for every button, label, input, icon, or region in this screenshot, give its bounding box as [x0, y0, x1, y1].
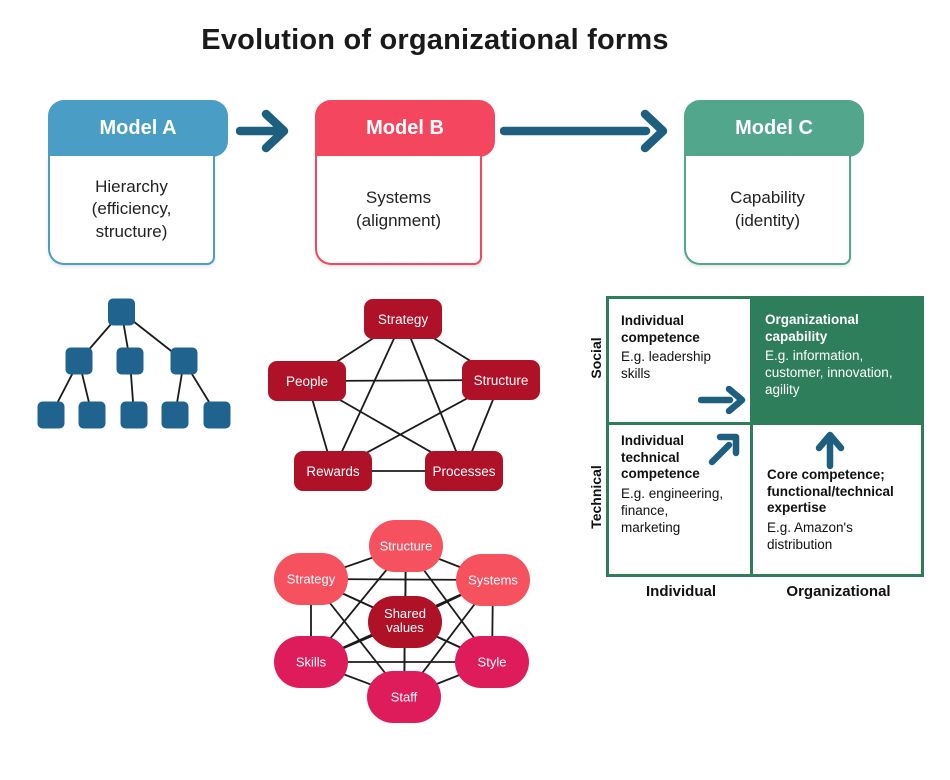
- seven-s-node-label: Shared: [384, 606, 426, 621]
- hierarchy-nodes: [37, 298, 231, 429]
- tree-node: [37, 401, 65, 429]
- model-a-card: Model A Hierarchy (efficiency, structure…: [48, 100, 228, 265]
- quadrant-individual-competence: Individual competence E.g. leadership sk…: [609, 299, 750, 422]
- star-node-label: Rewards: [306, 464, 360, 479]
- hierarchy-tree-diagram: [37, 298, 231, 429]
- arrow-up-right-icon: [708, 433, 740, 466]
- arrow-b-to-c: [500, 109, 668, 153]
- model-c-body: Capability (identity): [684, 156, 851, 265]
- tree-node: [116, 347, 144, 375]
- matrix-row-label-social: Social: [588, 337, 604, 379]
- matrix-col-label-individual: Individual: [645, 583, 716, 600]
- seven-s-node-label: values: [386, 620, 424, 635]
- model-c-description: Capability (identity): [730, 188, 805, 230]
- model-b-card: Model B Systems (alignment): [315, 100, 495, 265]
- star-node-label: People: [286, 374, 328, 389]
- star-node-label: Processes: [432, 464, 495, 479]
- model-c-name: Model C: [735, 117, 813, 139]
- arrow-right-icon: [698, 386, 746, 414]
- seven-s-node-label: Strategy: [287, 572, 336, 587]
- arrow-head-icon: [640, 109, 668, 153]
- tree-node: [65, 347, 93, 375]
- tree-node: [78, 401, 106, 429]
- quadrant-example: E.g. leadership skills: [621, 349, 712, 382]
- quadrant-example: E.g. Amazon's distribution: [767, 520, 853, 552]
- tree-node: [161, 401, 189, 429]
- tree-node: [120, 401, 148, 429]
- seven-s-node-structure: Structure: [369, 520, 443, 572]
- model-a-name: Model A: [99, 117, 177, 139]
- quadrant-individual-technical-competence: Individual technical competence E.g. eng…: [609, 425, 750, 574]
- model-c-header: Model C: [684, 100, 864, 157]
- seven-s-node-systems: Systems: [456, 554, 530, 606]
- star-node-label: Strategy: [378, 312, 429, 327]
- matrix-row-label-technical: Technical: [588, 465, 604, 529]
- star-node-processes: Processes: [425, 451, 503, 491]
- quadrant-title: Individual competence: [621, 313, 700, 345]
- seven-s-diagram: Structure Strategy Systems Shared values…: [274, 520, 530, 723]
- matrix-col-label-organizational: Organizational: [786, 583, 891, 600]
- arrow-head-icon: [261, 109, 289, 153]
- seven-s-node-label: Skills: [296, 655, 327, 670]
- seven-s-node-label: Structure: [380, 539, 433, 554]
- quadrant-example: E.g. information, customer, innovation, …: [765, 348, 893, 397]
- quadrant-core-competence: Core competence; functional/technical ex…: [753, 425, 921, 574]
- seven-s-node-strategy: Strategy: [274, 553, 348, 605]
- star-node-people: People: [268, 361, 346, 401]
- seven-s-node-skills: Skills: [274, 636, 348, 688]
- seven-s-node-shared-values: Shared values: [368, 596, 442, 648]
- model-a-body: Hierarchy (efficiency, structure): [48, 156, 215, 265]
- star-node-strategy: Strategy: [364, 299, 442, 339]
- model-b-header: Model B: [315, 100, 495, 157]
- arrow-up-icon: [815, 431, 845, 470]
- tree-node: [108, 298, 135, 326]
- model-a-description: Hierarchy (efficiency, structure): [91, 176, 172, 241]
- model-b-body: Systems (alignment): [315, 156, 482, 265]
- quadrant-title: Individual technical competence: [621, 433, 700, 482]
- tree-node: [203, 401, 231, 429]
- capability-matrix: Individual competence E.g. leadership sk…: [606, 296, 924, 577]
- model-b-description: Systems (alignment): [355, 188, 442, 230]
- seven-s-node-staff: Staff: [367, 671, 441, 723]
- quadrant-title: Organizational capability: [765, 312, 859, 344]
- arrow-a-to-b: [236, 109, 289, 153]
- model-a-header: Model A: [48, 100, 228, 157]
- star-node-structure: Structure: [462, 360, 540, 400]
- tree-node: [170, 347, 198, 375]
- seven-s-node-style: Style: [455, 636, 529, 688]
- star-node-label: Structure: [474, 373, 529, 388]
- quadrant-title: Core competence; functional/technical ex…: [767, 467, 894, 516]
- star-model-diagram: Strategy People Structure Rewards Proces…: [268, 299, 540, 491]
- seven-s-node-label: Staff: [391, 690, 418, 705]
- seven-s-node-label: Style: [478, 655, 507, 670]
- seven-s-node-label: Systems: [468, 573, 518, 588]
- model-b-name: Model B: [366, 117, 444, 139]
- star-node-rewards: Rewards: [294, 451, 372, 491]
- page-title: Evolution of organizational forms: [201, 24, 669, 56]
- quadrant-example: E.g. engineering, finance, marketing: [621, 486, 724, 535]
- model-c-card: Model C Capability (identity): [684, 100, 864, 265]
- quadrant-organizational-capability: Organizational capability E.g. informati…: [753, 299, 921, 422]
